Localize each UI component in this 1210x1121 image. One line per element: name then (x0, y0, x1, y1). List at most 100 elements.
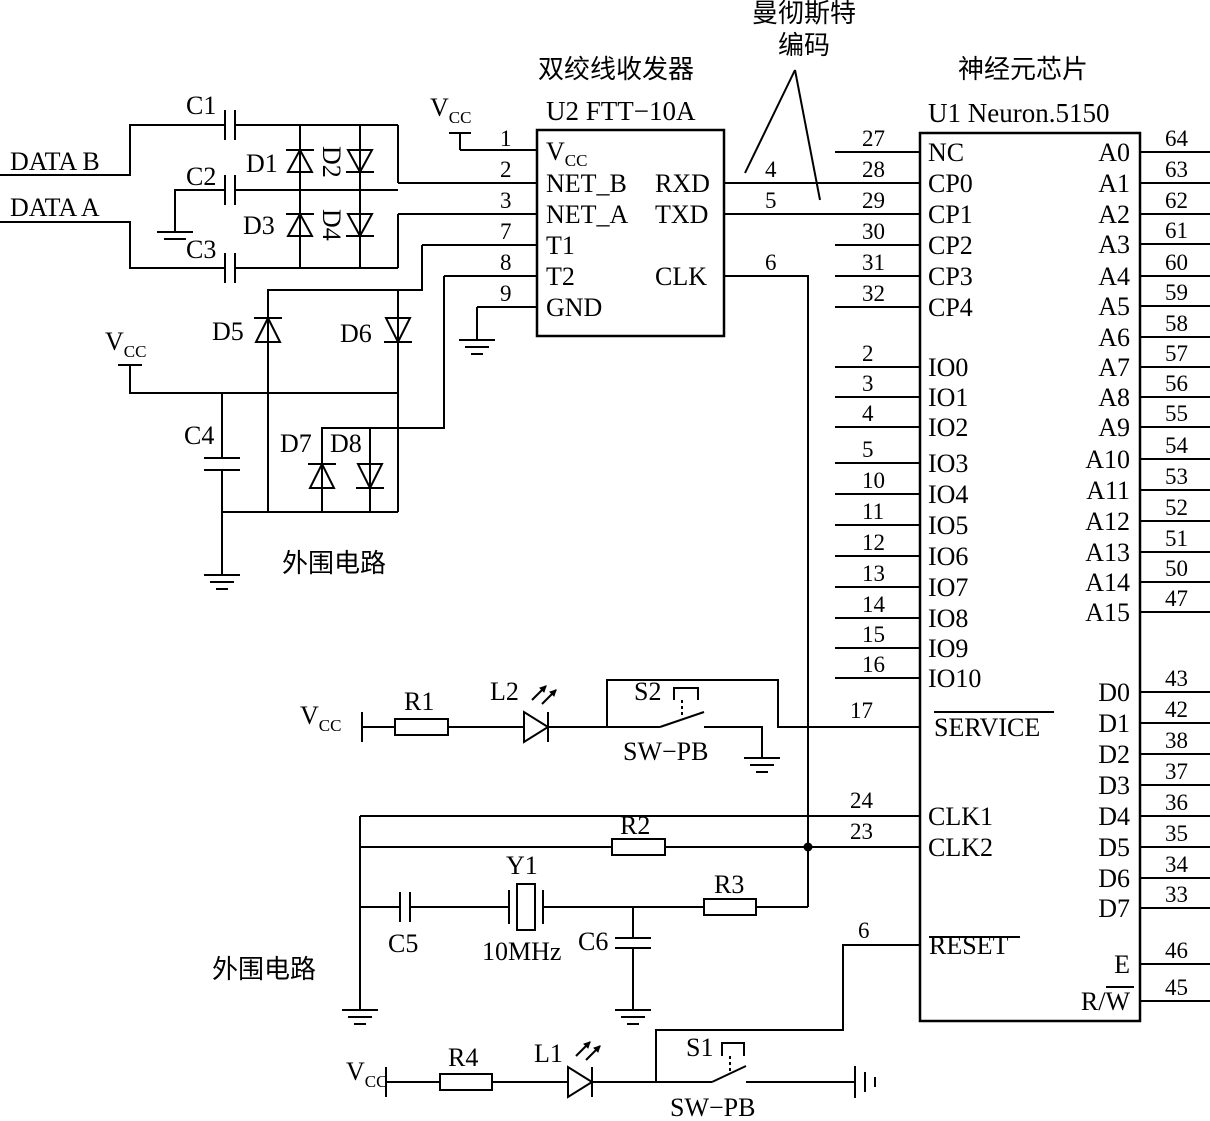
neuron-caption: 神经元芯片 (958, 55, 1088, 85)
u1-right-pin-number-42: 42 (1165, 697, 1188, 722)
u1-left-pin-name-cp1: CP1 (928, 200, 973, 229)
c2-label: C2 (186, 162, 216, 191)
y1-frequency-label: 10MHz (482, 937, 561, 966)
c3-capacitor: C3 (186, 235, 236, 283)
u1-right-pin-number-61: 61 (1165, 218, 1188, 243)
r2-label: R2 (620, 811, 650, 840)
d6-diode: D6 (340, 317, 412, 348)
u1-right-pin-number-54: 54 (1165, 433, 1189, 458)
u1-right-pin-name-e: E (1114, 950, 1130, 979)
u1-left-pin-name-io1: IO1 (928, 383, 968, 412)
u1-right-pin-number-36: 36 (1165, 790, 1188, 815)
u1-right-pin-name-a2: A2 (1098, 200, 1130, 229)
l1-led: L1 (534, 1039, 601, 1099)
u2-pin-1-name: V (546, 137, 565, 166)
c5-capacitor: C5 (388, 892, 418, 958)
u2-title: U2 FTT−10A (546, 96, 696, 126)
c6-capacitor: C6 (578, 927, 651, 956)
s1-switch: S1 SW−PB (670, 1033, 755, 1121)
annotation-manchester-line2: 编码 (778, 31, 830, 61)
u1-right-pin-name-d4: D4 (1098, 802, 1130, 831)
u2-pin-8: 8 T2 (444, 250, 575, 291)
u1-right-pin-name-d7: D7 (1098, 894, 1130, 923)
d6-label: D6 (340, 319, 372, 348)
u1-right-pin-name-a6: A6 (1098, 323, 1130, 352)
u1-right-pin-name-a12: A12 (1085, 507, 1130, 536)
d8-diode: D8 (330, 429, 384, 491)
u1-left-pin-name-io9: IO9 (928, 634, 968, 663)
c4-capacitor: C4 (184, 421, 240, 471)
u2-pin-9: 9 GND (477, 281, 602, 322)
u1-left-pin-name-io7: IO7 (928, 573, 968, 602)
u1-right-pin-number-38: 38 (1165, 728, 1188, 753)
peripheral-circuit-bottom-label: 外围电路 (212, 955, 316, 985)
u1-left-pin-name-clk2: CLK2 (928, 833, 993, 862)
c5-label: C5 (388, 929, 418, 958)
data-a-label: DATA A (10, 193, 100, 222)
y1-crystal: Y1 10MHz (482, 851, 561, 966)
transceiver-caption: 双绞线收发器 (538, 55, 694, 85)
u1-left-pin-name-clk1: CLK1 (928, 802, 993, 831)
d5-label: D5 (212, 317, 244, 346)
c1-capacitor: C1 (186, 91, 236, 140)
u1-left-pin-number-32: 32 (862, 281, 885, 306)
svg-text:VCC: VCC (105, 327, 146, 361)
u1-right-pin-name-a4: A4 (1098, 262, 1130, 291)
s1-type-label: SW−PB (670, 1093, 755, 1121)
u2-pin-3-name: NET_A (546, 200, 629, 229)
u1-right-pin-name-a0: A0 (1098, 138, 1130, 167)
u1-right-pin-name-a9: A9 (1098, 413, 1130, 442)
u2-pin-txd-name: TXD (655, 200, 708, 229)
annotation-manchester-line1: 曼彻斯特 (752, 0, 856, 29)
u2-pin-9-number: 9 (500, 281, 512, 306)
net-clk-number: 6 (765, 250, 777, 275)
r1-resistor: R1 (394, 687, 449, 736)
r3-resistor: R3 (703, 870, 757, 916)
u2-pin-7-number: 7 (500, 219, 512, 244)
t-vcc-symbol: VCC (105, 327, 146, 366)
u1-left-pin-number-4: 4 (862, 401, 874, 426)
u1-right-pin-name-a13: A13 (1085, 538, 1130, 567)
u1-left-pin-number-11: 11 (862, 499, 884, 524)
u1-right-pin-number-60: 60 (1165, 250, 1188, 275)
c3-label: C3 (186, 235, 216, 264)
c1-label: C1 (186, 91, 216, 120)
u1-left-pin-number-14: 14 (862, 592, 886, 617)
net-rxd-number: 4 (765, 157, 777, 182)
u2-pin-1-sub: CC (565, 151, 588, 170)
u1-left-pin-name-io5: IO5 (928, 511, 968, 540)
d8-label: D8 (330, 429, 362, 458)
service-wiring (361, 679, 920, 773)
c6-label: C6 (578, 927, 608, 956)
u1-left-pin-number-27: 27 (862, 126, 885, 151)
u1-right-pin-number-47: 47 (1165, 586, 1188, 611)
d4-label: D4 (317, 209, 346, 241)
u1-left-pin-name-io3: IO3 (928, 449, 968, 478)
l1-label: L1 (534, 1039, 563, 1068)
u1-right-pin-number-51: 51 (1165, 526, 1188, 551)
u1-left-pin-name-service: SERVICE (934, 713, 1040, 742)
d4-diode: D4 (317, 209, 374, 241)
u1-right-pin-number-46: 46 (1165, 938, 1188, 963)
u1-left-pin-number-10: 10 (862, 468, 885, 493)
u1-left-pin-name-cp2: CP2 (928, 231, 973, 260)
l2-label: L2 (490, 677, 519, 706)
u1-right-pin-name-a14: A14 (1085, 568, 1130, 597)
u1-right-pin-name-d3: D3 (1098, 771, 1130, 800)
u1-left-pin-number-12: 12 (862, 530, 885, 555)
clock-wiring (341, 815, 920, 1025)
r4-label: R4 (448, 1043, 478, 1072)
u2-pin-2-number: 2 (500, 157, 512, 182)
u2-pin-9-name: GND (546, 293, 602, 322)
u2-pin-8-number: 8 (500, 250, 512, 275)
u1-left-pin-name-io4: IO4 (928, 480, 968, 509)
u1-right-pin-name-a5: A5 (1098, 292, 1130, 321)
u1-left-pin-name-io0: IO0 (928, 353, 968, 382)
c2-ground (157, 231, 193, 240)
d7-label: D7 (280, 429, 312, 458)
s1-label: S1 (686, 1033, 713, 1062)
u1-right-pin-name-a10: A10 (1085, 445, 1130, 474)
u2-pin-7: 7 T1 (422, 219, 575, 260)
